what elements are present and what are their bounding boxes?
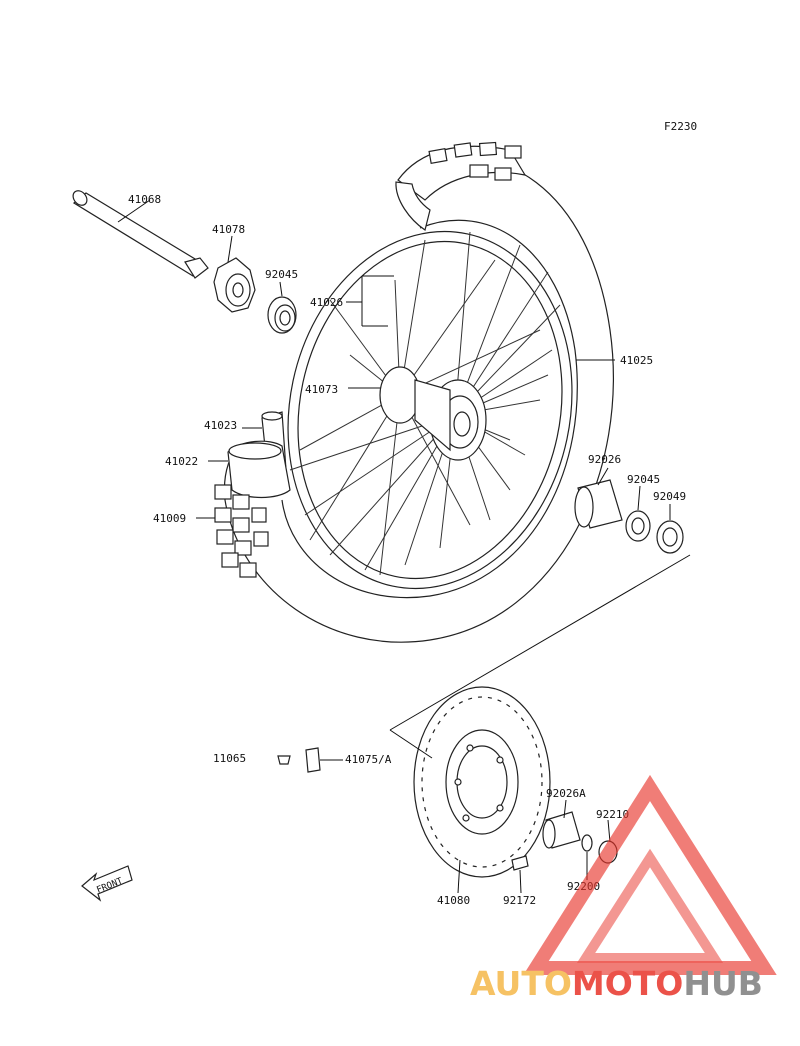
axle-drawing bbox=[72, 190, 209, 279]
label-92045-lower: 92045 bbox=[627, 473, 660, 486]
label-41080: 41080 bbox=[437, 894, 470, 907]
spokes bbox=[289, 231, 561, 576]
tire-tread-drawing bbox=[214, 484, 269, 578]
label-41075a: 41075/A bbox=[345, 753, 392, 766]
fork-guard-drawing bbox=[227, 411, 291, 499]
label-92026a: 92026A bbox=[546, 787, 586, 800]
brake-disc-drawing bbox=[413, 686, 551, 878]
label-41068: 41068 bbox=[128, 193, 161, 206]
figure-code: F2230 bbox=[664, 120, 697, 133]
right-side-parts-drawing bbox=[574, 479, 684, 554]
bearing-upper-drawing bbox=[267, 296, 297, 334]
watermark-text: AUTOMOTOHUB bbox=[470, 964, 763, 1003]
leader-lines bbox=[117, 199, 691, 894]
label-92210: 92210 bbox=[596, 808, 629, 821]
label-41073: 41073 bbox=[305, 383, 338, 396]
label-92172: 92172 bbox=[503, 894, 536, 907]
label-92045-upper: 92045 bbox=[265, 268, 298, 281]
label-41023: 41023 bbox=[204, 419, 237, 432]
label-41078: 41078 bbox=[212, 223, 245, 236]
valve-parts-drawing bbox=[277, 747, 321, 773]
label-92049: 92049 bbox=[653, 490, 686, 503]
label-41026: 41026 bbox=[310, 296, 343, 309]
front-arrow-icon: FRONT bbox=[81, 865, 133, 902]
label-41022: 41022 bbox=[165, 455, 198, 468]
collar-drawing bbox=[213, 257, 256, 313]
label-11065: 11065 bbox=[213, 752, 246, 765]
wheel-drawing bbox=[223, 141, 614, 643]
label-41025: 41025 bbox=[620, 354, 653, 367]
label-41009: 41009 bbox=[153, 512, 186, 525]
label-92026: 92026 bbox=[588, 453, 621, 466]
watermark-logo: AUTOMOTOHUB bbox=[470, 774, 777, 1003]
